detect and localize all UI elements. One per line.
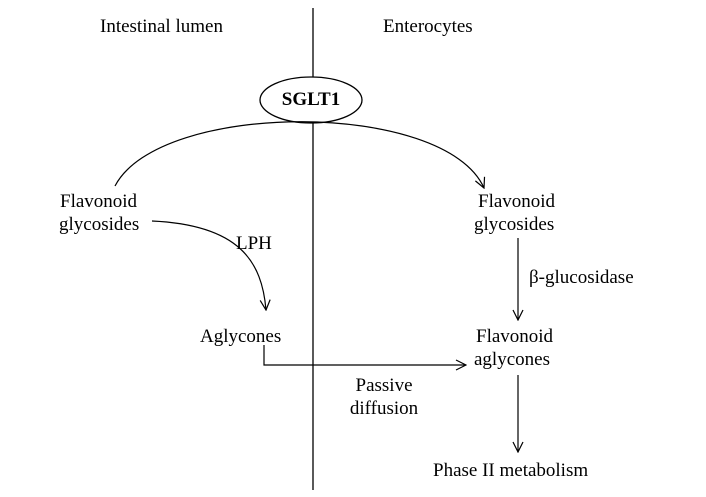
phase2-label: Phase II metabolism xyxy=(433,460,589,481)
cell-aglycones-line1: Flavonoid xyxy=(476,326,554,347)
cell-glycosides-line1: Flavonoid xyxy=(478,191,556,212)
passive-diffusion-arrow xyxy=(263,345,466,365)
lph-label: LPH xyxy=(236,233,272,254)
lumen-glycosides-line1: Flavonoid xyxy=(60,191,138,212)
passive-label-line2: diffusion xyxy=(349,398,419,419)
lumen-glycosides-line2: glycosides xyxy=(59,214,140,235)
cell-aglycones-line2: aglycones xyxy=(474,349,550,370)
sglt1-label: SGLT1 xyxy=(281,89,341,110)
lumen-aglycones: Aglycones xyxy=(200,326,282,347)
passive-label-line1: Passive xyxy=(355,375,413,396)
cell-glycosides-line2: glycosides xyxy=(474,214,555,235)
region-label-enterocytes: Enterocytes xyxy=(383,16,473,37)
sglt1-ellipse xyxy=(259,76,363,124)
sglt1-transport-arc xyxy=(114,121,484,188)
glucosidase-label: β-glucosidase xyxy=(529,267,634,288)
lph-arrow xyxy=(151,220,266,310)
region-label-intestinal-lumen: Intestinal lumen xyxy=(100,16,223,37)
